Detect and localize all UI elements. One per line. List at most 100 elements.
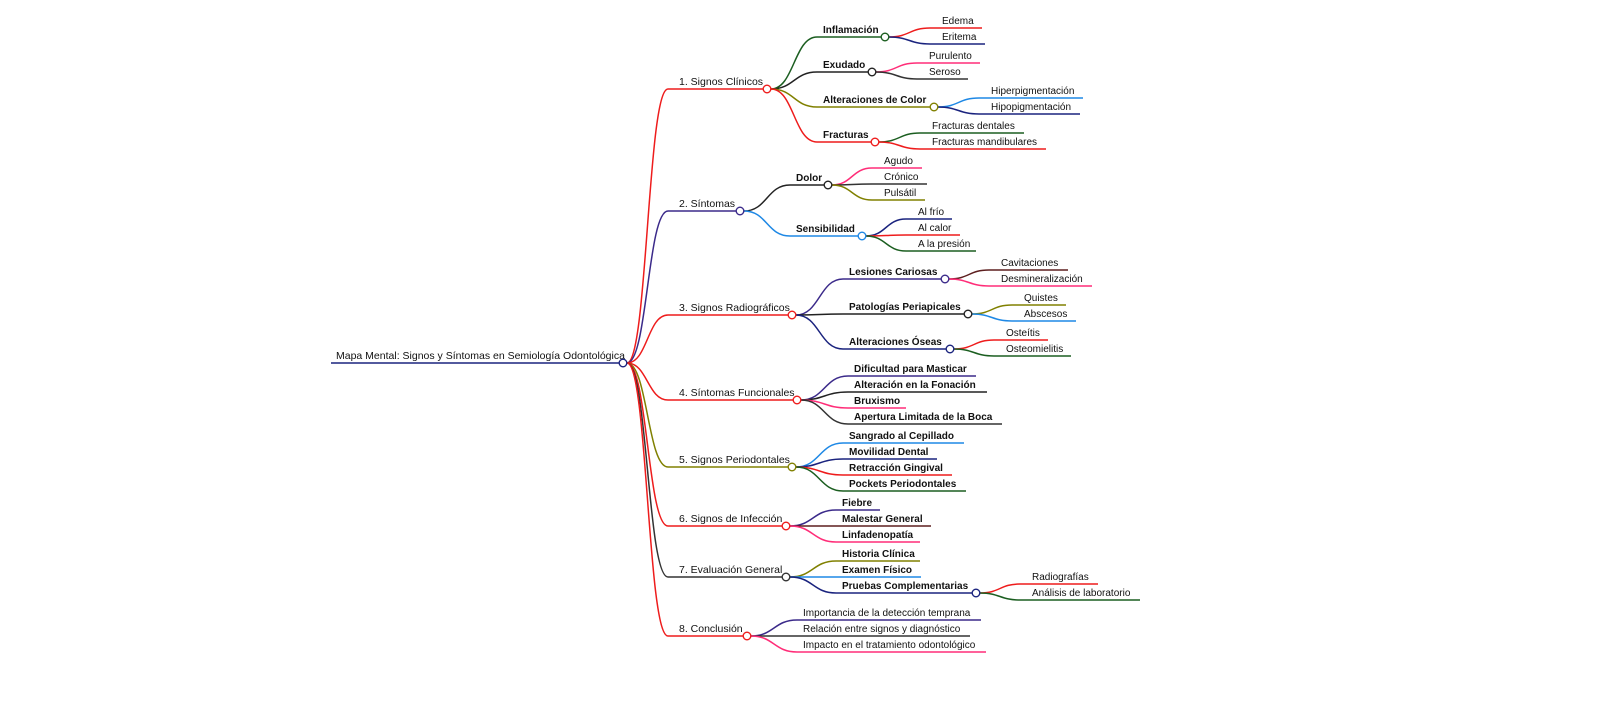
node-fiebre-label: Fiebre — [842, 498, 872, 509]
leaf-edema-label: Edema — [942, 16, 974, 27]
node-lesiones-cariosas-connector — [795, 278, 844, 316]
leaf-osteitis-connector — [953, 339, 995, 350]
node-alteraciones-de-color-label: Alteraciones de Color — [823, 95, 926, 106]
branch-7-evaluacion-general-toggle[interactable] — [781, 572, 791, 582]
leaf-fracturas-dentales-label: Fracturas dentales — [932, 121, 1015, 132]
node-dolor-connector — [743, 184, 791, 212]
node-historia-clinica-connector — [789, 560, 837, 578]
branch-3-signos-radiograficos-toggle[interactable] — [787, 310, 797, 320]
root-toggle[interactable] — [618, 358, 628, 368]
node-alteracion-en-la-fonacion-label: Alteración en la Fonación — [854, 380, 976, 391]
branch-4-sintomas-funcionales-toggle[interactable] — [792, 395, 802, 405]
node-dificultad-para-masticar-label: Dificultad para Masticar — [854, 364, 967, 375]
leaf-desmineralizacion-connector — [948, 278, 990, 287]
leaf-osteomielitis-label: Osteomielitis — [1006, 344, 1063, 355]
leaf-pulsatil-connector — [831, 184, 873, 201]
branch-2-sintomas-label: 2. Síntomas — [679, 198, 735, 210]
leaf-hiperpigmentacion-connector — [937, 97, 980, 108]
node-linfadenopatia-connector — [789, 525, 837, 543]
leaf-eritema-label: Eritema — [942, 32, 977, 43]
node-exudado-connector — [770, 71, 818, 90]
node-patologias-periapicales-label: Patologías Periapicales — [849, 302, 961, 313]
node-pruebas-complementarias-connector — [789, 576, 837, 594]
node-inflamacion-label: Inflamación — [823, 25, 879, 36]
node-inflamacion-toggle[interactable] — [880, 32, 890, 42]
leaf-cronico-label: Crónico — [884, 172, 919, 183]
branch-8-conclusion-toggle[interactable] — [742, 631, 752, 641]
leaf-fracturas-mandibulares-connector — [878, 141, 921, 150]
leaf-al-frio-label: Al frío — [918, 207, 945, 218]
node-sensibilidad-toggle[interactable] — [857, 231, 867, 241]
branch-1-signos-clinicos-connector — [626, 88, 669, 364]
branch-7-evaluacion-general-connector — [626, 362, 669, 578]
node-alteraciones-oseas-label: Alteraciones Óseas — [849, 335, 942, 348]
leaf-abscesos-connector — [971, 313, 1013, 322]
node-lesiones-cariosas-label: Lesiones Cariosas — [849, 267, 938, 278]
branch-1-signos-clinicos-label: 1. Signos Clínicos — [679, 76, 763, 88]
node-pruebas-complementarias-toggle[interactable] — [971, 588, 981, 598]
node-malestar-general-label: Malestar General — [842, 514, 923, 525]
leaf-agudo-label: Agudo — [884, 156, 913, 167]
leaf-hiperpigmentacion-label: Hiperpigmentación — [991, 86, 1074, 97]
node-dolor-toggle[interactable] — [823, 180, 833, 190]
node-bruxismo-label: Bruxismo — [854, 396, 900, 407]
node-exudado-label: Exudado — [823, 60, 865, 71]
node-patologias-periapicales-toggle[interactable] — [963, 309, 973, 319]
leaf-pulsatil-label: Pulsátil — [884, 188, 916, 199]
leaf-a-la-presion-label: A la presión — [918, 239, 970, 250]
node-impacto-en-el-tratamiento-odontologico-connector — [750, 635, 798, 653]
leaf-fracturas-mandibulares-label: Fracturas mandibulares — [932, 137, 1037, 148]
branch-5-signos-periodontales-toggle[interactable] — [787, 462, 797, 472]
node-alteraciones-oseas-toggle[interactable] — [945, 344, 955, 354]
mind-map-edges — [331, 27, 1140, 653]
branch-6-signos-de-infeccion-label: 6. Signos de Infección — [679, 513, 782, 525]
branch-2-sintomas-connector — [626, 210, 669, 364]
branch-2-sintomas-toggle[interactable] — [735, 206, 745, 216]
leaf-fracturas-dentales-connector — [878, 132, 921, 143]
node-exudado-toggle[interactable] — [867, 67, 877, 77]
leaf-desmineralizacion-label: Desmineralización — [1001, 274, 1083, 285]
leaf-seroso-label: Seroso — [929, 67, 961, 78]
branch-7-evaluacion-general-label: 7. Evaluación General — [679, 564, 782, 576]
node-pockets-periodontales-label: Pockets Periodontales — [849, 479, 957, 490]
node-importancia-de-la-deteccion-temprana-connector — [750, 619, 798, 637]
node-alteraciones-de-color-toggle[interactable] — [929, 102, 939, 112]
node-fiebre-connector — [789, 509, 837, 527]
leaf-abscesos-label: Abscesos — [1024, 309, 1067, 320]
node-inflamacion-connector — [770, 36, 818, 90]
leaf-radiografias-connector — [979, 583, 1021, 594]
leaf-a-la-presion-connector — [865, 235, 907, 252]
node-pruebas-complementarias-label: Pruebas Complementarias — [842, 581, 969, 592]
node-apertura-limitada-de-la-boca-label: Apertura Limitada de la Boca — [854, 412, 993, 423]
node-fracturas-toggle[interactable] — [870, 137, 880, 147]
leaf-al-frio-connector — [865, 218, 907, 237]
node-fracturas-label: Fracturas — [823, 130, 869, 141]
branch-1-signos-clinicos-toggle[interactable] — [762, 84, 772, 94]
node-fracturas-connector — [770, 88, 818, 143]
leaf-cavitaciones-connector — [948, 269, 990, 280]
mind-map-nodes: Mapa Mental: Signos y Síntomas en Semiol… — [336, 16, 1131, 651]
node-sangrado-al-cepillado-label: Sangrado al Cepillado — [849, 431, 954, 442]
leaf-purulento-label: Purulento — [929, 51, 972, 62]
leaf-eritema-connector — [888, 36, 931, 45]
node-examen-fisico-label: Examen Físico — [842, 565, 912, 576]
branch-6-signos-de-infeccion-toggle[interactable] — [781, 521, 791, 531]
leaf-seroso-connector — [875, 71, 918, 80]
leaf-quistes-connector — [971, 304, 1013, 315]
node-sensibilidad-label: Sensibilidad — [796, 224, 855, 235]
branch-8-conclusion-label: 8. Conclusión — [679, 623, 743, 635]
leaf-analisis-de-laboratorio-connector — [979, 592, 1021, 601]
leaf-hipopigmentacion-label: Hipopigmentación — [991, 102, 1071, 113]
node-dolor-label: Dolor — [796, 173, 822, 184]
leaf-osteomielitis-connector — [953, 348, 995, 357]
leaf-al-calor-label: Al calor — [918, 223, 952, 234]
branch-5-signos-periodontales-label: 5. Signos Periodontales — [679, 454, 790, 466]
node-pockets-periodontales-connector — [795, 466, 844, 492]
node-alteraciones-oseas-connector — [795, 314, 844, 350]
branch-5-signos-periodontales-connector — [626, 362, 669, 468]
node-retraccion-gingival-label: Retracción Gingival — [849, 463, 943, 474]
node-importancia-de-la-deteccion-temprana-label: Importancia de la detección temprana — [803, 608, 971, 619]
leaf-quistes-label: Quistes — [1024, 293, 1058, 304]
node-lesiones-cariosas-toggle[interactable] — [940, 274, 950, 284]
